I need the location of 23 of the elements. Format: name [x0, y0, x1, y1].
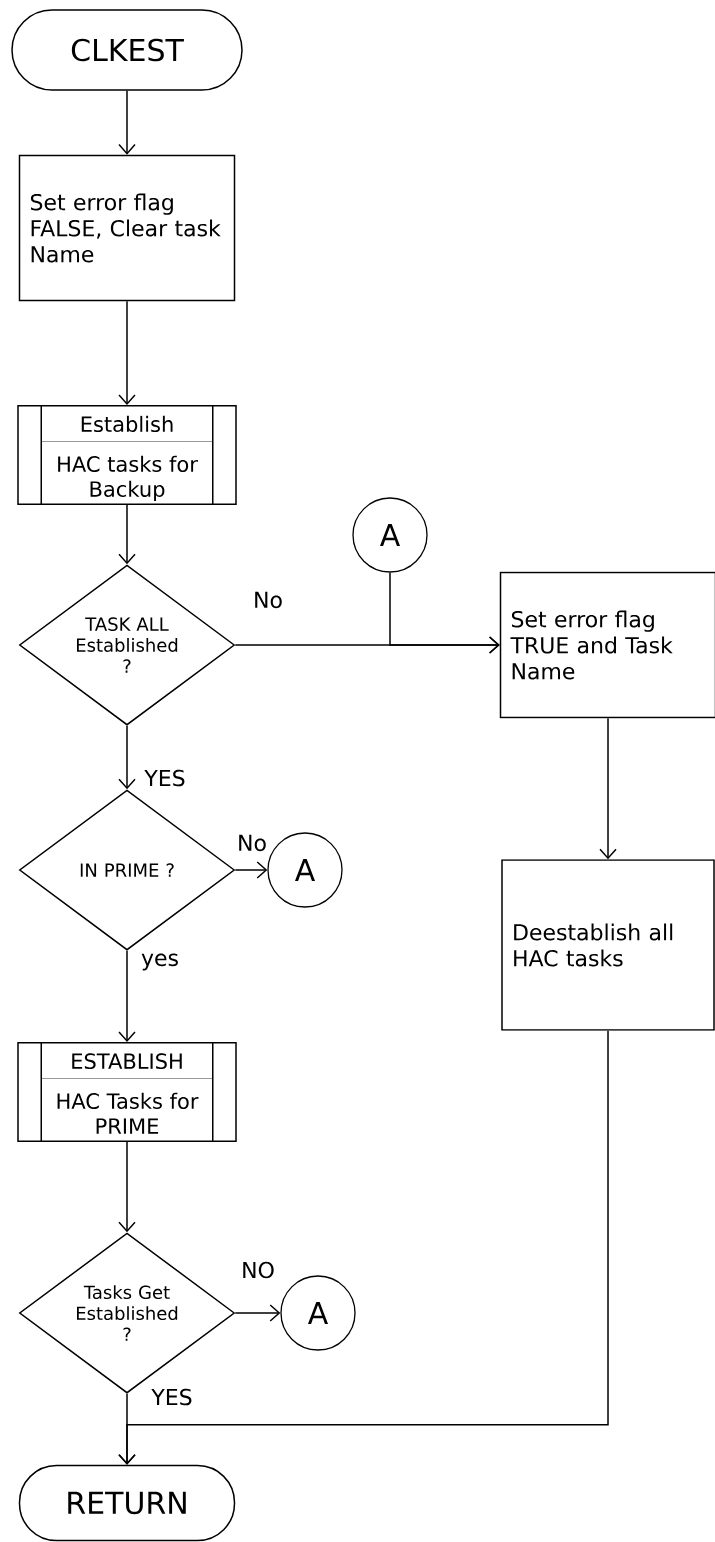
subroutine-box: Establish HAC tasks for Backup	[17, 404, 237, 506]
arrow	[234, 861, 268, 879]
subroutine-box: ESTABLISH HAC Tasks for PRIME	[17, 1041, 237, 1143]
edge-label: YES	[142, 767, 188, 789]
arrow	[234, 1304, 281, 1322]
process-box: Deestablish all HAC tasks	[501, 859, 715, 1031]
arrow	[118, 950, 136, 1043]
edge-label: No	[251, 589, 285, 611]
arrow	[118, 725, 136, 790]
arrow	[118, 1141, 136, 1233]
process-box: Set error flag TRUE and Task Name	[499, 571, 715, 719]
terminal-pill: CLKEST	[11, 9, 243, 91]
arrow	[389, 571, 500, 654]
arrow	[118, 504, 136, 565]
arrow	[118, 300, 136, 406]
edge-label: yes	[139, 951, 181, 973]
arrow	[599, 717, 617, 860]
arrow	[118, 1030, 609, 1465]
process-box: Set error flag FALSE, Clear task Name	[18, 154, 236, 302]
edge-label: No	[235, 832, 269, 854]
terminal-pill: RETURN	[18, 1464, 236, 1542]
arrow	[118, 90, 136, 155]
edge-label: NO	[239, 1259, 277, 1281]
